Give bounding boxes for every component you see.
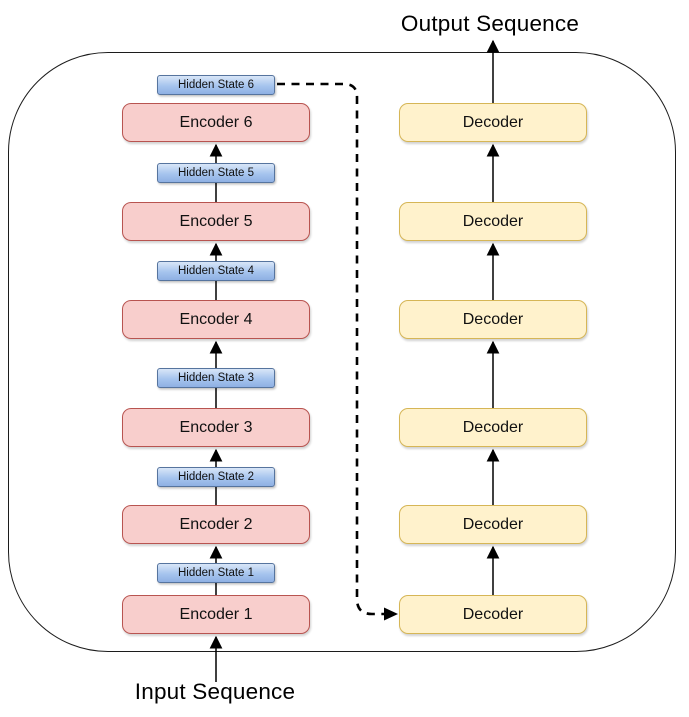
decoder-box-row3: Decoder bbox=[399, 300, 587, 339]
encoder-1-box: Encoder 1 bbox=[122, 595, 310, 634]
decoder-box-row1-top: Decoder bbox=[399, 103, 587, 142]
encoder-3-box: Encoder 3 bbox=[122, 408, 310, 447]
encoder-5-box: Encoder 5 bbox=[122, 202, 310, 241]
hidden-state-4-box: Hidden State 4 bbox=[157, 261, 275, 281]
encoder-2-box: Encoder 2 bbox=[122, 505, 310, 544]
hidden-state-3-box: Hidden State 3 bbox=[157, 368, 275, 388]
hidden-state-5-box: Hidden State 5 bbox=[157, 163, 275, 183]
system-boundary-box bbox=[8, 52, 676, 652]
hidden-state-1-box: Hidden State 1 bbox=[157, 563, 275, 583]
decoder-box-row6-bottom: Decoder bbox=[399, 595, 587, 634]
decoder-box-row5: Decoder bbox=[399, 505, 587, 544]
output-sequence-label: Output Sequence bbox=[400, 11, 580, 36]
encoder-6-box: Encoder 6 bbox=[122, 103, 310, 142]
input-sequence-label: Input Sequence bbox=[134, 679, 296, 704]
hidden-state-2-box: Hidden State 2 bbox=[157, 467, 275, 487]
decoder-box-row2: Decoder bbox=[399, 202, 587, 241]
encoder-4-box: Encoder 4 bbox=[122, 300, 310, 339]
hidden-state-6-box: Hidden State 6 bbox=[157, 75, 275, 95]
decoder-box-row4: Decoder bbox=[399, 408, 587, 447]
